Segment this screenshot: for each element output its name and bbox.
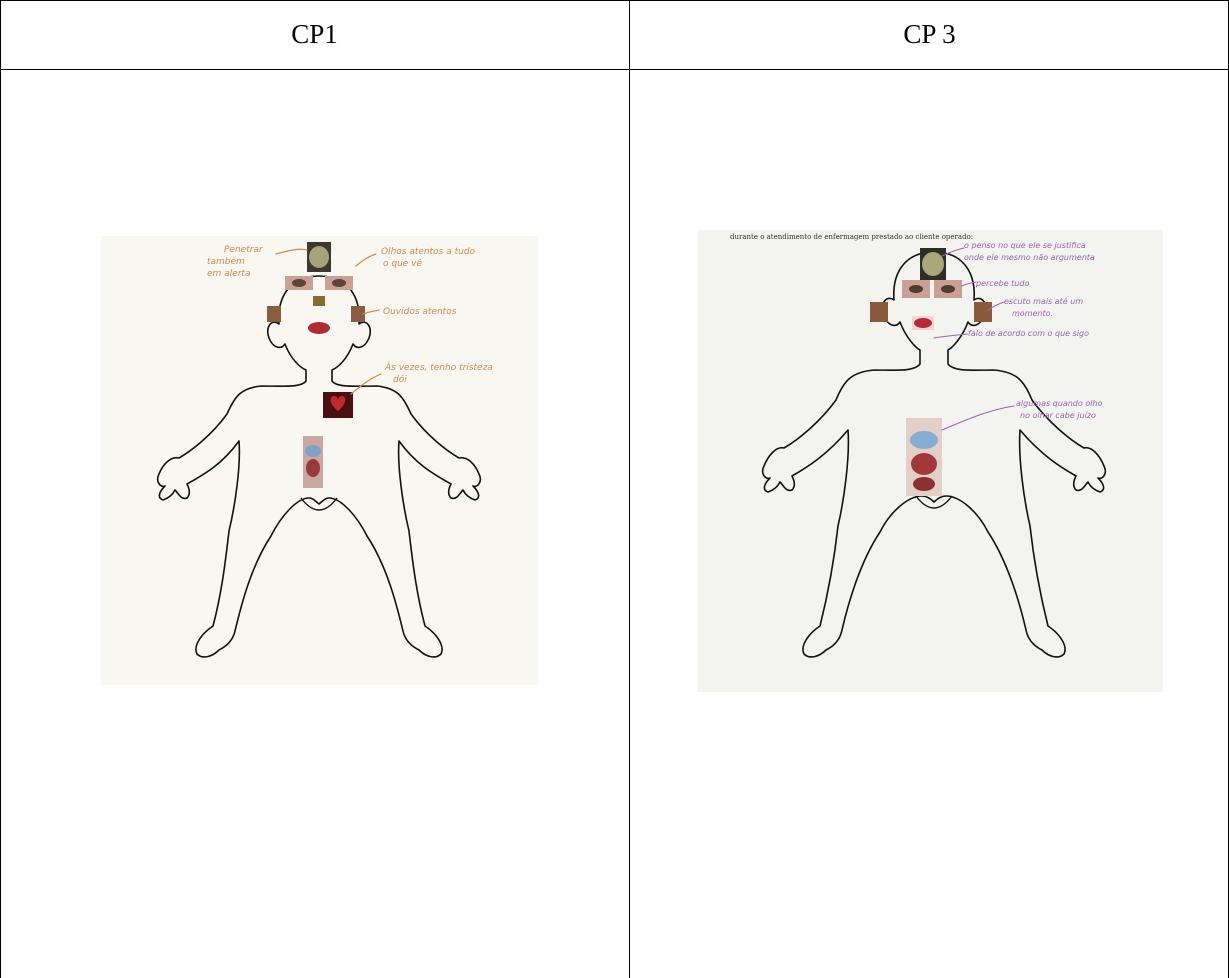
nose-image bbox=[313, 296, 325, 306]
note-right-5b: no olhar cabe juízo bbox=[1020, 411, 1096, 420]
body-map-scan-cp3: durante o atendimento de enfermagem pres… bbox=[698, 230, 1163, 692]
lips-image bbox=[308, 322, 330, 334]
note-right-3b: momento. bbox=[1012, 309, 1053, 318]
note-left-1b: também bbox=[207, 256, 245, 267]
body-map-scan-cp1: Penetrar também em alerta Olhos atentos … bbox=[101, 236, 538, 685]
note-left-2a: Olhos atentos a tudo bbox=[381, 247, 476, 257]
note-left-3: Ouvidos atentos bbox=[383, 307, 457, 317]
note-right-3a: escuto mais até um bbox=[1004, 296, 1083, 306]
ear-image-right bbox=[974, 302, 992, 322]
body-outline-drawing-cp3: durante o atendimento de enfermagem pres… bbox=[698, 230, 1163, 692]
note-right-4: falo de acordo com o que sigo bbox=[968, 329, 1089, 338]
body-outline-drawing: Penetrar também em alerta Olhos atentos … bbox=[101, 236, 538, 685]
note-left-1a: Penetrar bbox=[224, 245, 264, 255]
note-right-2: percebe tudo bbox=[975, 279, 1029, 288]
header-cp1: CP1 bbox=[0, 0, 629, 69]
ear-image-left bbox=[267, 306, 281, 322]
table-column-divider bbox=[629, 0, 630, 978]
scan-top-text: durante o atendimento de enfermagem pres… bbox=[730, 233, 973, 241]
note-right-1a: o penso no que ele se justifica bbox=[964, 241, 1086, 250]
note-left-4a: Às vezes, tenho tristeza bbox=[384, 361, 493, 373]
header-cp3: CP 3 bbox=[630, 0, 1229, 69]
table-header-divider bbox=[0, 69, 1229, 70]
note-right-1b: onde ele mesmo não argumenta bbox=[964, 253, 1095, 262]
ear-image-left bbox=[870, 302, 888, 322]
note-right-5a: algumas quando olho bbox=[1016, 399, 1103, 408]
note-left-2b: o que vê bbox=[383, 258, 423, 269]
table-border-left bbox=[0, 0, 1, 978]
note-left-4b: dói bbox=[393, 374, 407, 385]
note-left-1c: em alerta bbox=[207, 269, 250, 279]
